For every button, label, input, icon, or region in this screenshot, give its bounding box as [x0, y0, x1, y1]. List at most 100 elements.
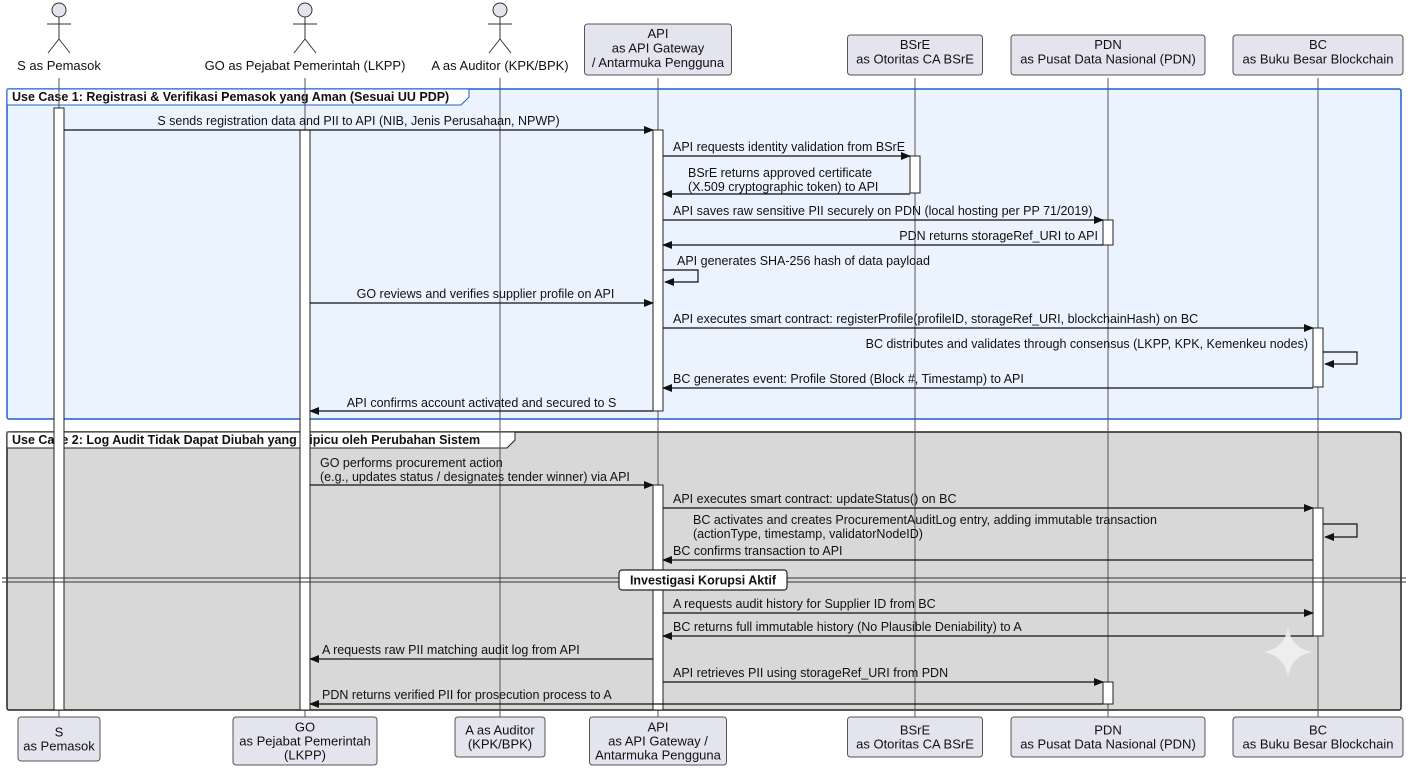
message-label: BSrE returns approved certificate — [688, 166, 872, 180]
message-label: BC confirms transaction to API — [673, 544, 843, 558]
message-12: GO performs procurement action(e.g., upd… — [310, 456, 654, 489]
message-2: API requests identity validation from BS… — [663, 140, 911, 160]
message-4: API saves raw sensitive PII securely on … — [663, 204, 1104, 224]
group-title: Use Case 2: Log Audit Tidak Dapat Diubah… — [12, 433, 480, 447]
participant-box — [589, 716, 727, 766]
participant-label: A as Auditor — [465, 723, 535, 738]
participant-box — [17, 716, 101, 762]
activation-bar-bsre — [909, 155, 921, 194]
participant-box — [232, 716, 378, 766]
participant-label: Antarmuka Pengguna — [595, 748, 722, 763]
message-16: A requests audit history for Supplier ID… — [663, 597, 1314, 617]
activation-bar-pdn — [1102, 219, 1114, 246]
participant-box — [584, 23, 732, 76]
participant-label: as Buku Besar Blockchain — [1242, 737, 1393, 752]
message-10: BC generates event: Profile Stored (Bloc… — [662, 372, 1313, 392]
message-label: (e.g., updates status / designates tende… — [320, 470, 630, 484]
message-label: A requests audit history for Supplier ID… — [673, 597, 936, 611]
actor-stick-figure-icon — [47, 2, 71, 54]
message-20: PDN returns verified PII for prosecution… — [309, 688, 1103, 708]
participant-label: as API Gateway — [612, 41, 705, 56]
message-label: API executes smart contract: updateStatu… — [673, 492, 956, 506]
message-label: S sends registration data and PII to API… — [157, 114, 559, 128]
participant-box — [847, 716, 983, 758]
participant-bottom-a: A as Auditor(KPK/BPK) — [454, 716, 546, 758]
participant-label: / Antarmuka Pengguna — [592, 55, 725, 70]
participant-label: as Pusat Data Nasional (PDN) — [1020, 737, 1196, 752]
activation-bar-api — [652, 129, 664, 412]
participant-label: PDN — [1094, 37, 1121, 52]
group-title-tab — [6, 431, 516, 449]
message-14: BC activates and creates ProcurementAudi… — [693, 513, 1358, 541]
participant-top-a: A as Auditor (KPK/BPK) — [431, 2, 569, 73]
participant-label: BSrE — [900, 723, 931, 738]
message-5: PDN returns storageRef_URI to API — [662, 229, 1103, 249]
group-title: Use Case 1: Registrasi & Verifikasi Pema… — [12, 90, 449, 104]
self-message-arrow — [1323, 351, 1358, 368]
message-1: S sends registration data and PII to API… — [64, 114, 654, 134]
self-message-arrow — [1323, 523, 1358, 541]
actor-stick-figure-icon — [488, 2, 512, 54]
participant-label: S — [55, 725, 64, 740]
participant-label: (LKPP) — [284, 748, 326, 763]
activation-bar-go — [299, 129, 311, 711]
participant-box — [1010, 716, 1206, 758]
participant-label: (KPK/BPK) — [468, 737, 532, 752]
activation-bar-s — [53, 107, 65, 711]
participant-label: GO — [295, 720, 315, 735]
message-17: BC returns full immutable history (No Pl… — [662, 620, 1313, 640]
message-label: BC generates event: Profile Stored (Bloc… — [673, 372, 1024, 386]
participant-top-s: S as Pemasok — [17, 2, 101, 73]
message-3: BSrE returns approved certificate(X.509 … — [662, 166, 910, 198]
participant-label: as API Gateway / — [608, 734, 708, 749]
activation-bar-pdn — [1102, 681, 1114, 705]
participant-label: as Otoritas CA BSrE — [856, 737, 974, 752]
message-19: API retrieves PII using storageRef_URI f… — [663, 666, 1104, 686]
actor-stick-figure-icon — [293, 2, 317, 54]
participant-label: GO as Pejabat Pemerintah (LKPP) — [205, 58, 406, 73]
participant-label: BC — [1309, 723, 1327, 738]
message-label: PDN returns storageRef_URI to API — [899, 229, 1098, 243]
message-label: GO performs procurement action — [320, 456, 503, 470]
self-message-arrow — [663, 269, 699, 286]
group-title-tab — [6, 88, 470, 106]
message-6: API generates SHA-256 hash of data paylo… — [663, 254, 930, 286]
participant-label: PDN — [1094, 723, 1121, 738]
message-18: A requests raw PII matching audit log fr… — [309, 643, 653, 663]
message-15: BC confirms transaction to API — [662, 544, 1313, 564]
participant-label: API — [648, 26, 669, 41]
message-label: PDN returns verified PII for prosecution… — [322, 688, 612, 702]
divider-label-box — [618, 569, 788, 591]
message-label: API requests identity validation from BS… — [673, 140, 905, 154]
section-divider: Investigasi Korupsi Aktif — [2, 569, 1406, 591]
activation-bar-bc — [1312, 507, 1324, 637]
activation-bar-bc — [1312, 327, 1324, 388]
message-label: A requests raw PII matching audit log fr… — [322, 643, 580, 657]
participant-label: S as Pemasok — [17, 58, 101, 73]
message-7: GO reviews and verifies supplier profile… — [310, 287, 654, 307]
participant-label: A as Auditor (KPK/BPK) — [431, 58, 568, 73]
participant-box — [847, 34, 983, 76]
participant-bottom-s: Sas Pemasok — [17, 716, 101, 762]
participant-label: as Buku Besar Blockchain — [1242, 52, 1393, 67]
participant-box — [1232, 34, 1404, 76]
message-label: API confirms account activated and secur… — [347, 396, 617, 410]
participant-label: BC — [1309, 37, 1327, 52]
participant-top-go: GO as Pejabat Pemerintah (LKPP) — [205, 2, 406, 73]
message-label: API generates SHA-256 hash of data paylo… — [677, 254, 930, 268]
message-label: BC returns full immutable history (No Pl… — [673, 620, 1022, 634]
message-label: (X.509 cryptographic token) to API — [688, 180, 878, 194]
participant-label: as Pusat Data Nasional (PDN) — [1020, 52, 1196, 67]
group-frame-1: Use Case 1: Registrasi & Verifikasi Pema… — [6, 88, 1402, 420]
message-label: API retrieves PII using storageRef_URI f… — [673, 666, 948, 680]
message-9: BC distributes and validates through con… — [866, 337, 1358, 368]
activation-bar-api — [652, 484, 664, 711]
